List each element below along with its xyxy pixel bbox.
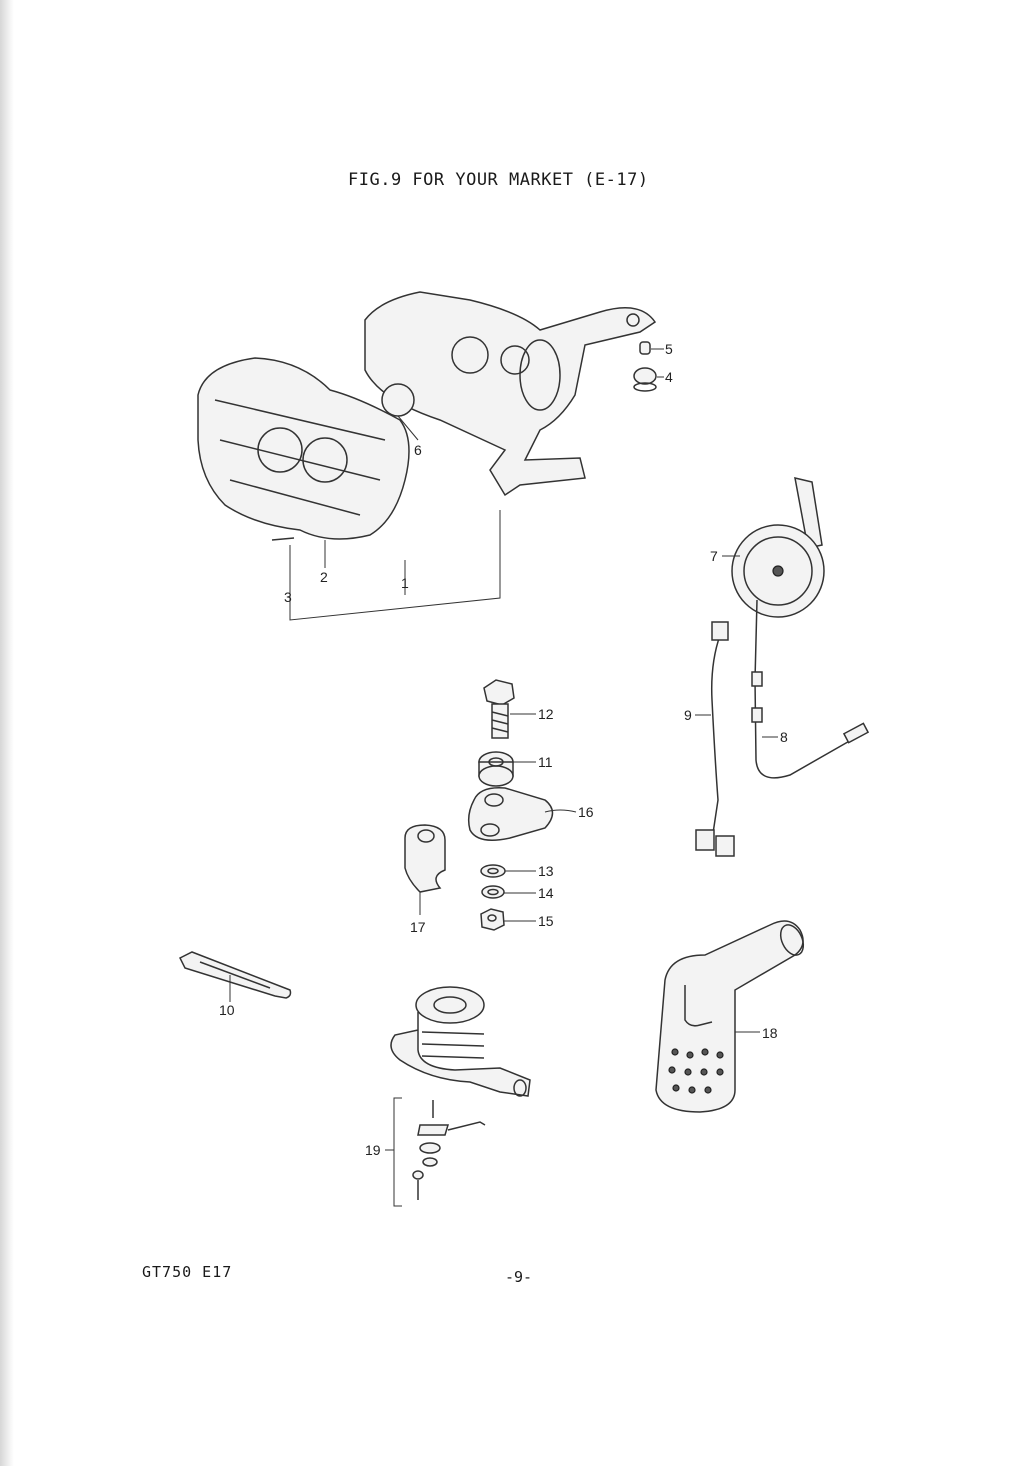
callout-19: 19 <box>365 1142 381 1158</box>
callout-18: 18 <box>762 1025 778 1041</box>
callout-17: 17 <box>410 919 426 935</box>
model-code: GT750 E17 <box>142 1263 233 1281</box>
callout-7: 7 <box>710 548 718 564</box>
scan-edge-shadow <box>0 0 14 1466</box>
callout-6: 6 <box>414 442 422 458</box>
callout-5: 5 <box>665 341 673 357</box>
fitting-kit <box>385 986 531 1207</box>
callout-8: 8 <box>780 729 788 745</box>
callout-2: 2 <box>320 569 328 585</box>
figure-title: FIG.9 FOR YOUR MARKET (E-17) <box>348 170 649 190</box>
callout-1: 1 <box>401 575 409 591</box>
horn-assembly <box>695 477 870 857</box>
rubber-strap <box>178 951 292 1002</box>
clamp-hardware <box>404 679 577 931</box>
callout-9: 9 <box>684 707 692 723</box>
tail-light-assembly <box>197 291 664 621</box>
callout-12: 12 <box>538 706 554 722</box>
callout-11: 11 <box>538 754 553 770</box>
callout-3: 3 <box>284 589 292 605</box>
callout-16: 16 <box>578 804 594 820</box>
page-number: -9- <box>505 1268 533 1286</box>
spark-plug-cap <box>655 920 805 1113</box>
callout-4: 4 <box>665 369 673 385</box>
callout-13: 13 <box>538 863 554 879</box>
callout-10: 10 <box>219 1002 235 1018</box>
callout-14: 14 <box>538 885 554 901</box>
callout-15: 15 <box>538 913 554 929</box>
